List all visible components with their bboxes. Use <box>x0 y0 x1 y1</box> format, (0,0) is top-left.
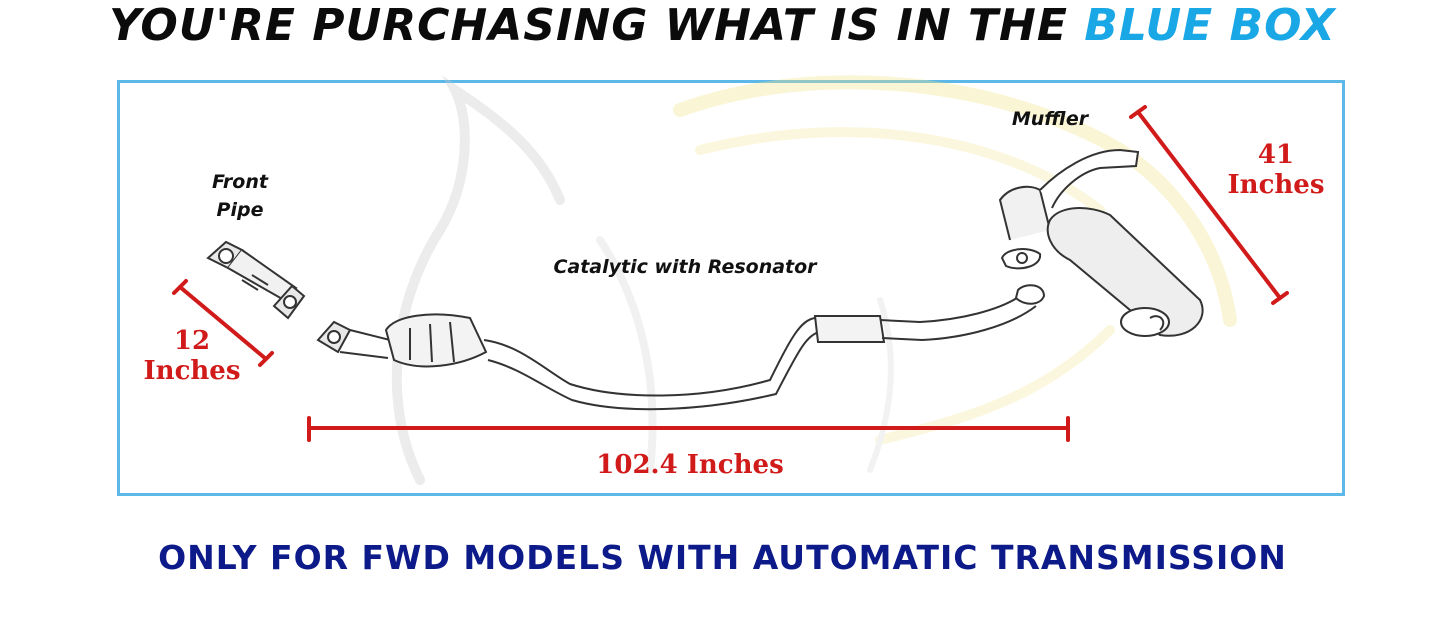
muffler-dimension-label: 41 Inches <box>1214 140 1338 200</box>
front-pipe-dimension-line <box>178 285 268 361</box>
headline-accent-text: BLUE BOX <box>1084 0 1336 51</box>
overall-length-dimension-label: 102.4 Inches <box>596 450 784 480</box>
catalytic-resonator-part <box>316 284 1046 411</box>
front-pipe-label-line1: Front <box>212 171 268 193</box>
catalytic-label: Catalytic with Resonator <box>553 256 817 278</box>
front-pipe-dimension-value: 12 <box>173 326 211 356</box>
muffler-dimension-line <box>1136 110 1282 300</box>
front-pipe-label: Front Pipe <box>200 168 280 224</box>
dimension-lines <box>172 105 1289 442</box>
muffler-dimension-unit: Inches <box>1227 170 1325 200</box>
watermark-logo <box>391 75 1237 485</box>
headline: YOU'RE PURCHASING WHAT IS IN THE BLUE BO… <box>0 0 1445 52</box>
fitment-note: ONLY FOR FWD MODELS WITH AUTOMATIC TRANS… <box>158 538 1287 577</box>
front-pipe-dimension-label: 12 Inches <box>130 326 254 386</box>
front-pipe-dimension-unit: Inches <box>143 356 241 386</box>
muffler-dimension-value: 41 <box>1257 140 1295 170</box>
headline-main-text: YOU'RE PURCHASING WHAT IS IN THE <box>109 0 1068 51</box>
front-pipe-part <box>206 240 306 320</box>
muffler-part <box>998 148 1204 337</box>
front-pipe-label-line2: Pipe <box>216 199 264 221</box>
muffler-label: Muffler <box>1011 108 1089 130</box>
